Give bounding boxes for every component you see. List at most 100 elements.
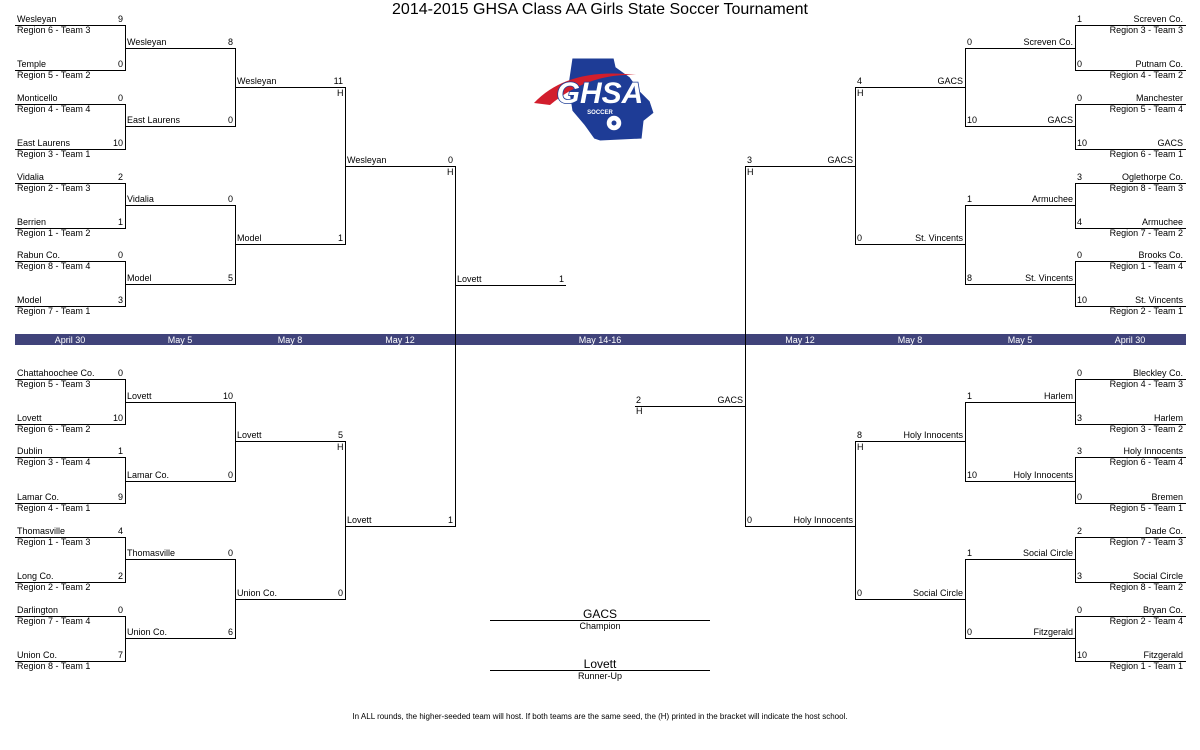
seed-label: Region 2 - Team 1 xyxy=(1109,306,1183,316)
seed-label: Region 5 - Team 4 xyxy=(1109,104,1183,114)
team-name: Bremen xyxy=(1151,492,1183,502)
seed-label: Region 1 - Team 3 xyxy=(17,537,91,547)
bracket-line xyxy=(1075,228,1186,229)
team-score: 10 xyxy=(1077,650,1088,660)
bracket-line xyxy=(1075,582,1186,583)
bracket-line xyxy=(1075,537,1186,538)
runner-up-label: Runner-Up xyxy=(577,671,623,681)
host-marker: H xyxy=(857,442,864,452)
seed-label: Region 4 - Team 3 xyxy=(1109,379,1183,389)
team-score: 0 xyxy=(447,155,453,165)
round-date-label: May 12 xyxy=(385,335,415,345)
seed-label: Region 6 - Team 3 xyxy=(17,25,91,35)
bracket-line xyxy=(1075,457,1186,458)
team-name: St. Vincents xyxy=(1025,273,1073,283)
team-name: Holy Innocents xyxy=(903,430,963,440)
team-name: Fitzgerald xyxy=(1143,650,1183,660)
seed-label: Region 7 - Team 1 xyxy=(17,306,91,316)
team-name: Brooks Co. xyxy=(1138,250,1183,260)
host-marker: H xyxy=(337,88,344,98)
team-name: Lamar Co. xyxy=(17,492,60,502)
team-name: Long Co. xyxy=(17,571,54,581)
round-date-label: April 30 xyxy=(1114,335,1146,345)
team-name: Thomasville xyxy=(17,526,66,536)
bracket-line xyxy=(965,284,1076,285)
team-name: Social Circle xyxy=(1132,571,1183,581)
bracket-line xyxy=(125,559,236,560)
logo-subtext: SOCCER xyxy=(587,110,613,116)
team-score: 3 xyxy=(117,295,123,305)
team-score: 8 xyxy=(857,430,863,440)
champion-label: Champion xyxy=(579,621,621,631)
team-name: Armuchee xyxy=(1141,217,1183,227)
team-score: 0 xyxy=(967,627,973,637)
team-name: Union Co. xyxy=(17,650,58,660)
seed-label: Region 7 - Team 4 xyxy=(17,616,91,626)
team-name: Holy Innocents xyxy=(1123,446,1183,456)
team-name: Bryan Co. xyxy=(1142,605,1183,615)
bracket-line xyxy=(15,661,126,662)
team-score: 0 xyxy=(1077,250,1083,260)
team-score: 1 xyxy=(337,233,343,243)
round-date-label: May 5 xyxy=(167,335,193,345)
team-score: 0 xyxy=(1077,605,1083,615)
team-name: Model xyxy=(127,273,152,283)
team-score: 10 xyxy=(112,413,123,423)
team-name: Dade Co. xyxy=(1144,526,1183,536)
bracket-line xyxy=(965,205,1076,206)
team-name: GACS xyxy=(937,76,963,86)
host-marker: H xyxy=(636,406,643,416)
bracket-line xyxy=(125,183,126,229)
team-score: 9 xyxy=(117,14,123,24)
bracket-line xyxy=(965,402,966,482)
team-name: Manchester xyxy=(1135,93,1183,103)
team-name: Model xyxy=(17,295,42,305)
bracket-line xyxy=(1075,661,1186,662)
team-score: 4 xyxy=(1077,217,1083,227)
team-name: Oglethorpe Co. xyxy=(1121,172,1183,182)
seed-label: Region 5 - Team 1 xyxy=(1109,503,1183,513)
team-name: Dublin xyxy=(17,446,43,456)
bracket-line xyxy=(1075,183,1076,229)
runner-up-line xyxy=(490,670,710,671)
bracket-line xyxy=(965,402,1076,403)
team-score: 1 xyxy=(447,515,453,525)
team-score: 10 xyxy=(112,138,123,148)
team-name: Fitzgerald xyxy=(1033,627,1073,637)
bracket-line xyxy=(235,441,346,442)
team-score: 10 xyxy=(967,470,978,480)
team-name: Chattahoochee Co. xyxy=(17,368,95,378)
team-score: 0 xyxy=(227,194,233,204)
team-name: Darlington xyxy=(17,605,59,615)
team-score: 11 xyxy=(333,76,343,86)
team-score: 0 xyxy=(117,93,123,103)
team-name: Lovett xyxy=(17,413,42,423)
team-score: 0 xyxy=(857,233,863,243)
seed-label: Region 7 - Team 2 xyxy=(1109,228,1183,238)
bracket-line xyxy=(855,441,966,442)
seed-label: Region 6 - Team 4 xyxy=(1109,457,1183,467)
bracket-line xyxy=(15,503,126,504)
bracket-line xyxy=(1075,183,1186,184)
round-date-label: May 5 xyxy=(1007,335,1033,345)
seed-label: Region 3 - Team 4 xyxy=(17,457,91,467)
team-name: St. Vincents xyxy=(915,233,963,243)
team-score: 2 xyxy=(117,172,123,182)
team-score: 1 xyxy=(967,548,973,558)
seed-label: Region 8 - Team 1 xyxy=(17,661,91,671)
bracket-line xyxy=(235,87,346,88)
team-name: Holy Innocents xyxy=(793,515,853,525)
round-date-label: May 14-16 xyxy=(578,335,622,345)
team-name: Rabun Co. xyxy=(17,250,61,260)
logo-text: GHSA xyxy=(557,77,644,110)
bracket-line xyxy=(345,441,346,600)
bracket-line xyxy=(15,183,126,184)
team-score: 3 xyxy=(747,155,753,165)
footer-note: In ALL rounds, the higher-seeded team wi… xyxy=(352,712,848,721)
team-score: 4 xyxy=(117,526,123,536)
bracket-line xyxy=(1075,104,1186,105)
bracket-line xyxy=(965,481,1076,482)
bracket-line xyxy=(15,457,126,458)
host-marker: H xyxy=(337,442,344,452)
bracket-line xyxy=(965,205,966,285)
